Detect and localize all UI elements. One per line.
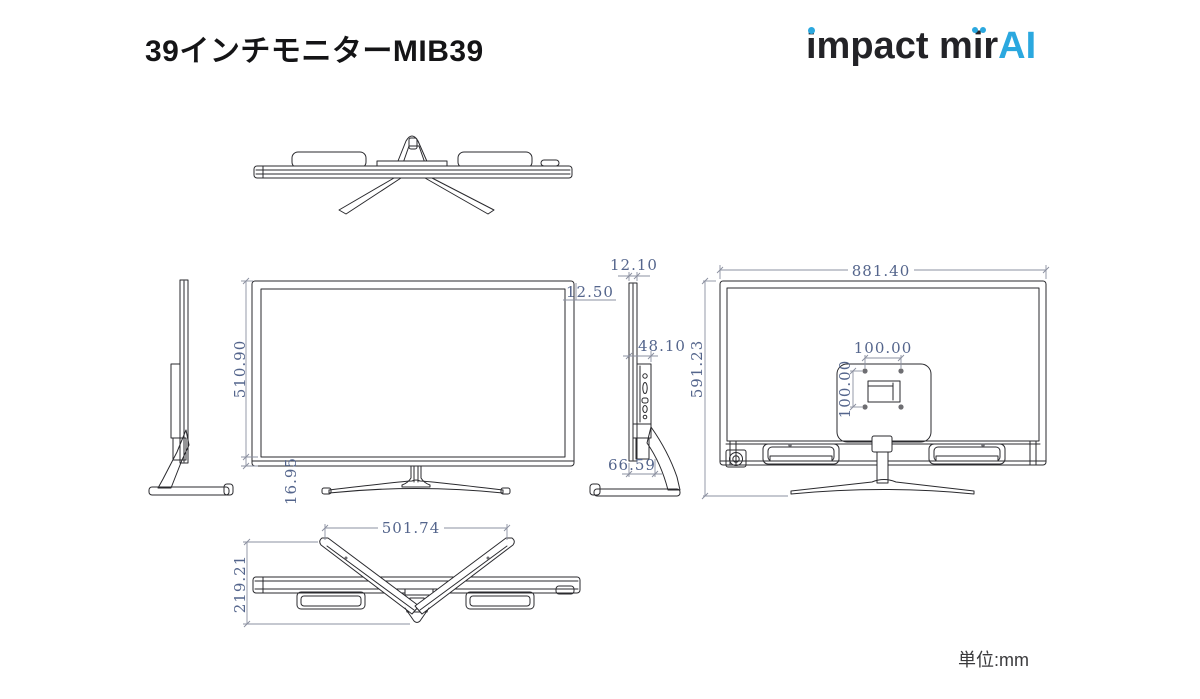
brand-logo-accent: AI: [998, 25, 1037, 67]
bottom-view: 501.74 219.21: [231, 519, 581, 628]
logo-umlaut-dot-left-icon: [972, 27, 978, 33]
dim-front-height: 510.90: [231, 340, 249, 399]
dim-panel-thickness: 12.10: [610, 256, 658, 274]
dim-front-bottom-bezel: 16.95: [282, 457, 300, 505]
unit-label: 単位:mm: [958, 650, 1029, 670]
dim-overall-height: 591.23: [688, 340, 706, 399]
dim-stand-width: 501.74: [382, 519, 441, 537]
top-view: [253, 135, 573, 215]
rear-view: 881.40 591.23 100.00 100.00: [688, 262, 1050, 500]
dim-stand-depth: 219.21: [231, 555, 249, 614]
brand-logo-main: impact mir: [806, 25, 999, 67]
dim-depth-bottom: 66.59: [608, 456, 656, 474]
page-title: 39インチモニターMIB39: [145, 35, 484, 68]
brand-logo: impact mirAI: [806, 24, 1036, 68]
left-side-view: [148, 279, 234, 496]
dim-overall-width: 881.40: [852, 262, 911, 280]
front-view: 510.90 16.95 12.50: [231, 277, 616, 505]
logo-umlaut-dot-right-icon: [980, 27, 986, 33]
dim-front-top-edge: 12.50: [566, 283, 614, 301]
dim-vesa-width: 100.00: [854, 339, 913, 357]
logo-i-dot-icon: [808, 27, 815, 34]
right-side-view: 12.10 48.10 66.59: [589, 256, 686, 497]
dim-depth-without-stand: 48.10: [638, 337, 686, 355]
dim-vesa-height: 100.00: [836, 360, 854, 419]
